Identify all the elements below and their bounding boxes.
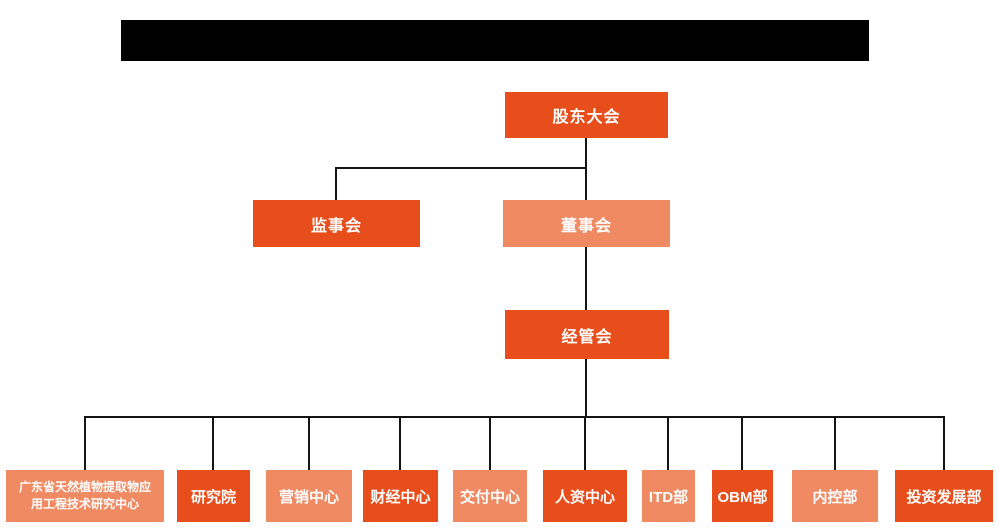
org-node-department-hr-center: 人资中心 xyxy=(543,470,627,522)
connector-dept-drop xyxy=(84,417,86,470)
org-node-department-marketing-center: 营销中心 xyxy=(266,470,352,522)
connector-departments-bus xyxy=(84,416,945,418)
connector-dept-drop xyxy=(212,417,214,470)
org-node-department-research-institute: 研究院 xyxy=(177,470,250,522)
connector-dept-drop xyxy=(741,417,743,470)
org-node-shareholders-meeting: 股东大会 xyxy=(505,92,668,138)
org-node-management-committee: 经管会 xyxy=(505,310,669,359)
redacted-title-bar xyxy=(121,20,869,61)
org-node-board-of-directors: 董事会 xyxy=(503,200,670,247)
org-node-department-internal-control: 内控部 xyxy=(792,470,878,522)
org-node-department-delivery-center: 交付中心 xyxy=(453,470,527,522)
connector-dept-drop xyxy=(308,417,310,470)
org-node-supervisory-board: 监事会 xyxy=(253,200,420,247)
connector-dept-drop xyxy=(584,417,586,470)
org-node-department-itd: ITD部 xyxy=(642,470,695,522)
org-node-department-research-center: 广东省天然植物提取物应用工程技术研究中心 xyxy=(6,470,164,522)
connector-management-bus xyxy=(585,359,587,417)
connector-branch-supervisory xyxy=(336,167,587,169)
connector-dept-drop xyxy=(399,417,401,470)
connector-board-management xyxy=(585,247,587,310)
connector-shareholders-down xyxy=(585,138,587,200)
org-node-department-finance-center: 财经中心 xyxy=(363,470,438,522)
org-node-department-investment-development: 投资发展部 xyxy=(895,470,993,522)
connector-dept-drop xyxy=(667,417,669,470)
connector-dept-drop xyxy=(943,417,945,470)
connector-dept-drop xyxy=(834,417,836,470)
connector-supervisory-drop xyxy=(335,167,337,200)
org-node-department-obm: OBM部 xyxy=(712,470,773,522)
connector-dept-drop xyxy=(489,417,491,470)
